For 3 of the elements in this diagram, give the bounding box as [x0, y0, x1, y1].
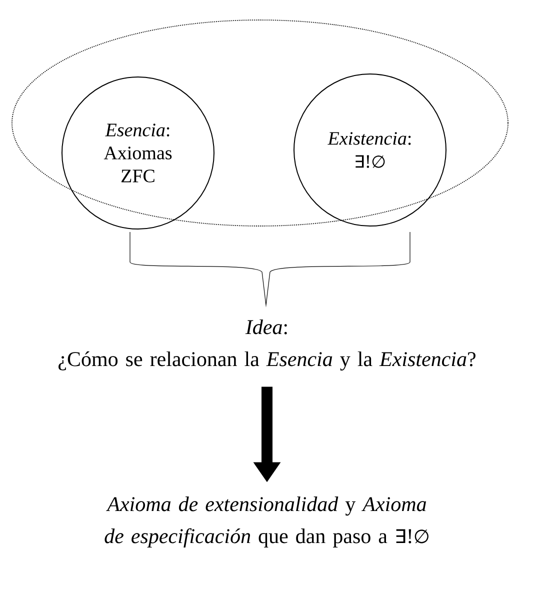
conclusion-text: Axioma de extensionalidad y Axioma de especificación que dan paso a ∃!∅	[104, 496, 428, 548]
idea-text: Idea: ¿Cómo se relacionan la Esencia y la Existencia?	[58, 319, 476, 371]
dotted-ellipse	[12, 20, 508, 226]
